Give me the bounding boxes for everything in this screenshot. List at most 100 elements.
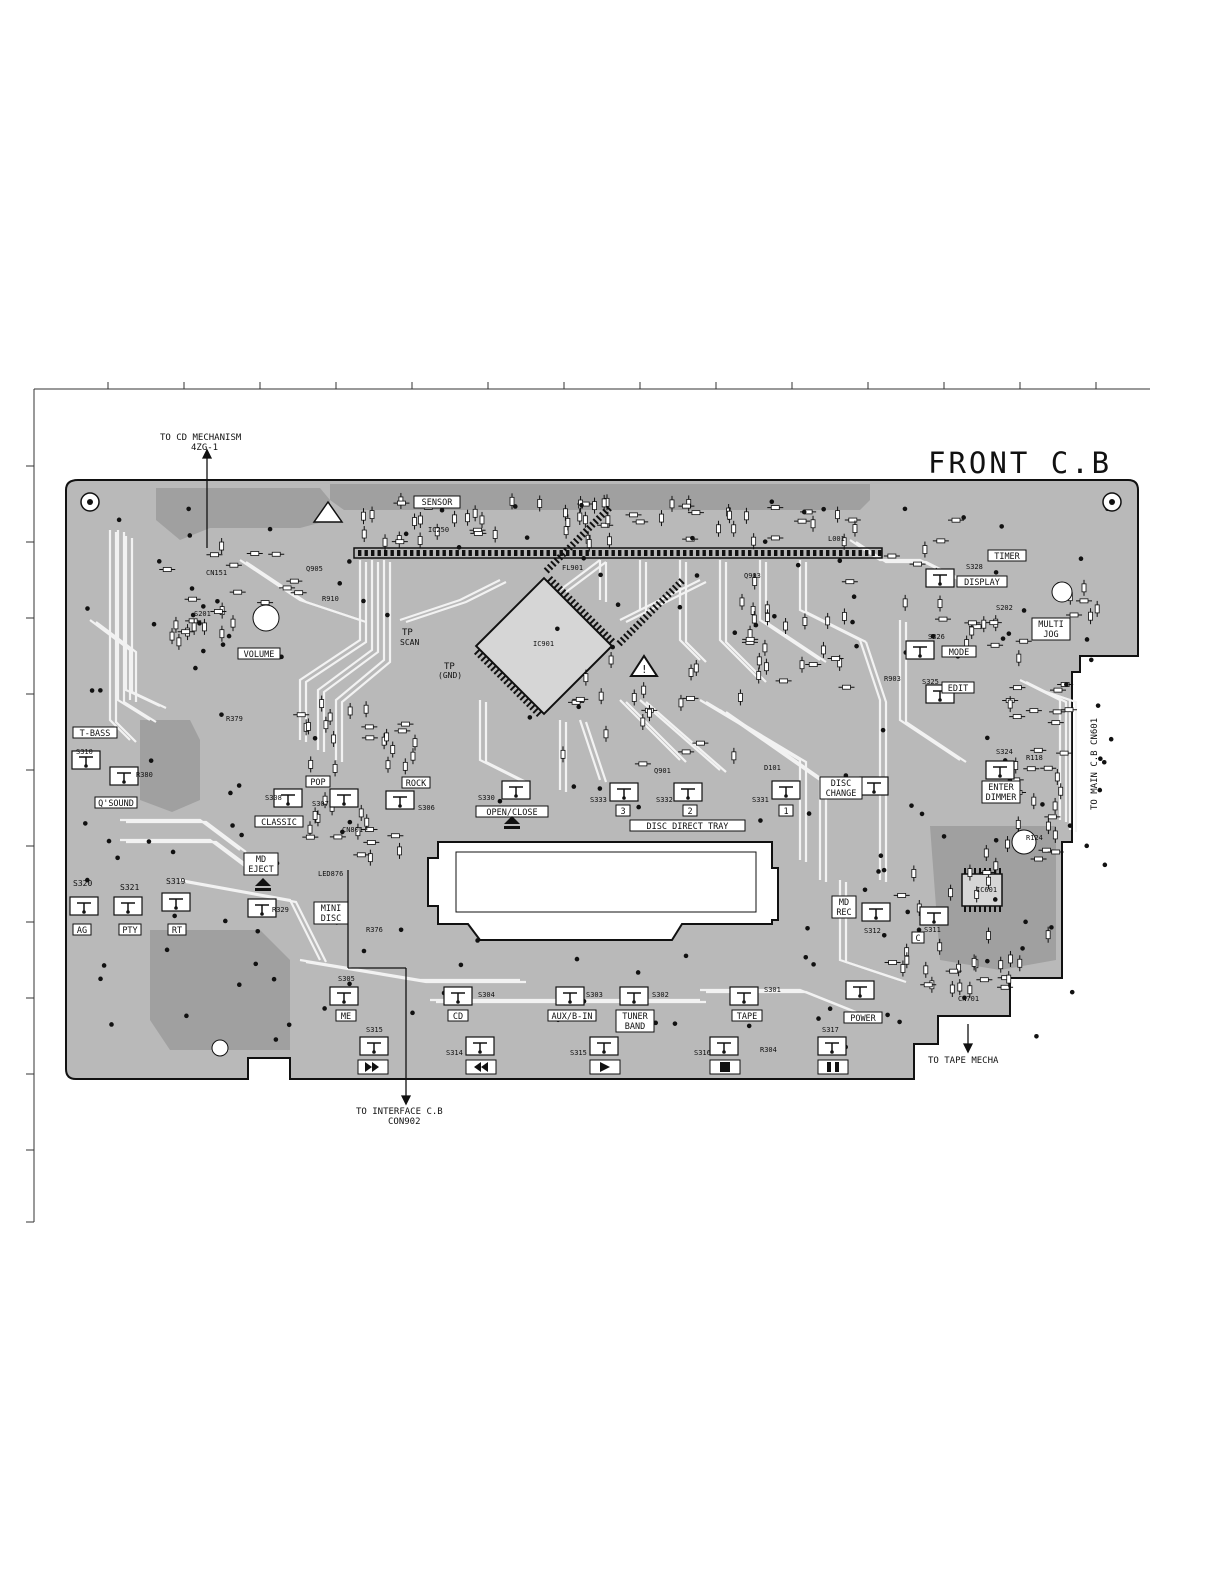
component-label-18: S321 (120, 883, 139, 892)
component-label-20: S310 (76, 748, 93, 756)
button-label-text: 1 (783, 807, 788, 817)
button-label-0: VOLUME (237, 647, 281, 660)
button-label-3: CLASSIC (254, 815, 304, 828)
component-label-9: CN701 (958, 995, 979, 1003)
component-labels: TPSCANTP(GND)IC901FL901IC601CN151CN801CN… (73, 526, 1043, 1057)
component-label-22: S315 (366, 1026, 383, 1034)
button-label-text: ME (341, 1012, 351, 1022)
ruler-ticks (26, 382, 1097, 1151)
component-label-35: S306 (418, 804, 435, 812)
component-label-3: (GND) (438, 671, 462, 680)
component-label-23: S314 (446, 1049, 463, 1057)
component-label-13: D101 (764, 764, 781, 772)
multi-label-line: MD (256, 855, 266, 865)
rewind-icon (474, 1062, 488, 1072)
cd-mechanism-connector-label: TO CD MECHANISM (160, 433, 242, 443)
button-label-text: AG (77, 926, 87, 936)
button-label-10: MODE (941, 645, 977, 658)
button-label-21: 2 (682, 804, 698, 817)
button-label-23: C (911, 931, 925, 944)
stop-icon (720, 1062, 730, 1072)
component-label-51: R329 (272, 906, 289, 914)
button-label-22: 1 (778, 804, 794, 817)
button-label-text: DISC DIRECT TRAY (647, 822, 729, 832)
button-label-text: 3 (620, 807, 625, 817)
component-label-11: S201 (194, 610, 211, 618)
button-label-text: RT (172, 926, 182, 936)
button-label-text: CD (453, 1012, 463, 1022)
button-label-text: PTY (122, 926, 137, 936)
component-label-49: R379 (226, 715, 243, 723)
multi-label-line: TUNER (622, 1012, 648, 1022)
component-label-4: IC901 (533, 640, 554, 648)
frame (26, 388, 1150, 1223)
button-label-2: Q'SOUND (94, 796, 138, 809)
button-label-text: POP (310, 778, 325, 788)
multi-label-line: DISC (321, 914, 341, 924)
component-label-54: R118 (1026, 754, 1043, 762)
component-label-1: SCAN (400, 638, 419, 647)
components (82, 492, 1114, 1050)
button-label-text: ROCK (406, 779, 427, 789)
warning-triangle-icon (629, 654, 659, 677)
button-label-12: AG (72, 923, 92, 936)
page-title: FRONT C.B (928, 446, 1112, 480)
button-label-20: 3 (615, 804, 631, 817)
component-label-0: TP (402, 628, 413, 638)
component-label-8: CN801 (342, 826, 363, 834)
multi-label-line: EJECT (248, 865, 274, 875)
board-outline (65, 479, 1139, 1080)
component-label-43: S301 (764, 986, 781, 994)
transport-buttons (357, 1059, 849, 1075)
component-label-42: S302 (652, 991, 669, 999)
component-label-47: Q903 (744, 572, 761, 580)
button-label-text: TIMER (994, 552, 1020, 562)
component-label-28: S326 (928, 633, 945, 641)
component-label-10: IC250 (428, 526, 449, 534)
display-window-inner (455, 851, 757, 913)
multi-label-line: BAND (625, 1022, 645, 1032)
component-label-41: S303 (586, 991, 603, 999)
button-label-text: VOLUME (244, 650, 275, 660)
warning-triangle-icon-2 (312, 500, 344, 523)
interface-connector-id: CON902 (388, 1117, 421, 1127)
cd-mechanism-connector-id: 4ZG-1 (191, 443, 218, 453)
multi-label-line: MINI (321, 904, 341, 914)
multi-label-line: REC (836, 908, 851, 918)
svg-text:!: ! (641, 663, 648, 676)
component-label-45: R910 (322, 595, 339, 603)
button-label-text: TAPE (737, 1012, 757, 1022)
component-label-21: S305 (338, 975, 355, 983)
component-label-40: S304 (478, 991, 495, 999)
connector-leaders (201, 448, 974, 1106)
display-window (427, 841, 779, 941)
button-label-19: POWER (843, 1011, 883, 1024)
multi-label-7: SENSOR (413, 495, 461, 509)
button-label-text: CLASSIC (261, 818, 297, 828)
button-label-text: DISPLAY (964, 578, 1000, 588)
component-label-53: R124 (1026, 834, 1043, 842)
fast-forward-icon (365, 1062, 379, 1072)
tape-mecha-connector-label: TO TAPE MECHA (928, 1056, 999, 1066)
display-pin-header (358, 550, 882, 556)
component-label-27: S328 (966, 563, 983, 571)
button-label-16: CD (447, 1009, 469, 1022)
button-label-text: EDIT (948, 684, 968, 694)
multi-label-line: MD (839, 898, 849, 908)
mounting-holes (80, 492, 1122, 1057)
button-label-text: OPEN/CLOSE (486, 808, 537, 818)
button-label-18: TAPE (731, 1009, 763, 1022)
component-label-24: S315 (570, 1049, 587, 1057)
button-label-13: PTY (118, 923, 142, 936)
component-label-31: S312 (864, 927, 881, 935)
component-label-7: CN151 (206, 569, 227, 577)
button-label-text: T-BASS (80, 729, 111, 739)
component-label-15: L001 (828, 535, 845, 543)
component-label-30: S324 (996, 748, 1013, 756)
component-label-39: S331 (752, 796, 769, 804)
button-label-text: POWER (850, 1014, 876, 1024)
